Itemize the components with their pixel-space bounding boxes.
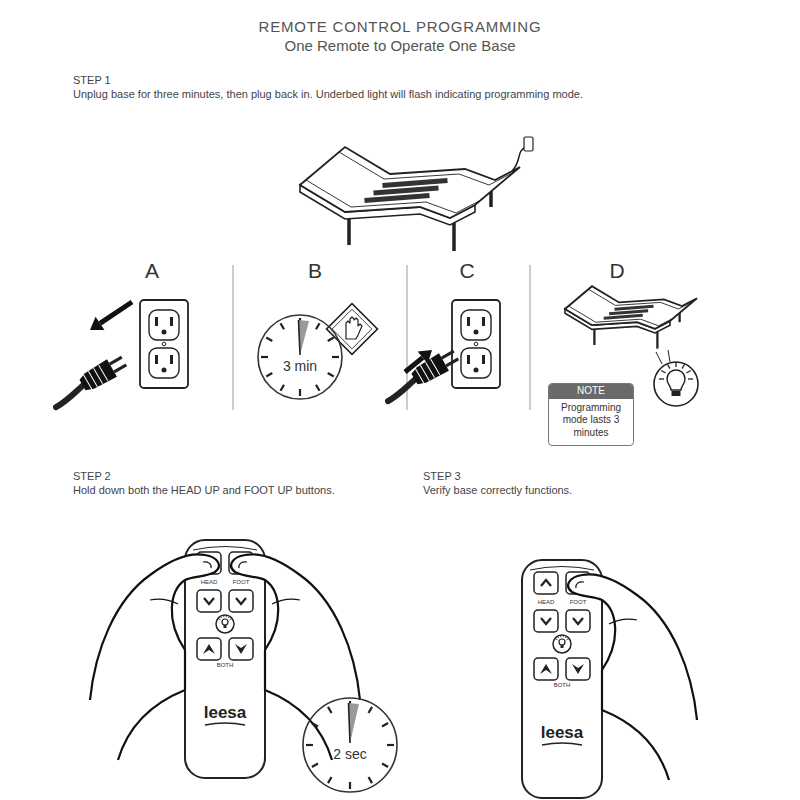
light-bulb-icon <box>654 362 698 406</box>
step-heading: STEP 1 <box>73 74 273 88</box>
panel-divider <box>233 265 234 410</box>
wall-outlet <box>140 300 188 388</box>
button-label: FOOT <box>562 599 594 606</box>
bed-figure <box>565 286 697 348</box>
step-instruction: Hold down both the HEAD UP and FOOT UP b… <box>73 484 373 498</box>
step-heading: STEP 2 <box>73 470 273 484</box>
wall-outlet-small <box>524 137 533 151</box>
clock-face <box>301 696 399 794</box>
button-label: BOTH <box>205 662 245 669</box>
brand-logo: leesa <box>522 722 602 743</box>
note-heading: NOTE <box>549 384 633 399</box>
panel-divider <box>530 265 531 410</box>
timer-clock: 2 sec <box>301 696 399 794</box>
timer-clock: 3 min <box>256 313 344 401</box>
subtitle: One Remote to Operate One Base <box>0 37 800 56</box>
timer-label: 3 min <box>256 358 344 375</box>
button-label: HEAD <box>193 579 225 586</box>
power-plug <box>380 346 461 404</box>
panel-letter: D <box>597 258 637 284</box>
glow-lines <box>656 350 670 364</box>
step-instruction: Unplug base for three minutes, then plug… <box>73 88 593 102</box>
timer-label: 2 sec <box>301 746 399 763</box>
step-heading: STEP 3 <box>423 470 623 484</box>
note-box: NOTEProgramming mode lasts 3 minutes <box>548 383 634 446</box>
hand-figure <box>231 554 360 760</box>
direction-arrow <box>90 302 132 330</box>
wall-outlet <box>452 300 500 388</box>
hand-figure <box>90 554 219 760</box>
stop-hand-symbol <box>327 304 378 355</box>
panel-letter: C <box>447 258 487 284</box>
step-instruction: Verify base correctly functions. <box>423 484 723 498</box>
direction-arrow <box>405 350 432 372</box>
button-label: HEAD <box>530 599 562 606</box>
bed-figure <box>300 147 520 251</box>
hand-figure <box>568 574 697 780</box>
panel-letter: B <box>295 258 335 284</box>
button-label: BOTH <box>542 682 582 689</box>
panel-letter: A <box>132 258 172 284</box>
brand-logo: leesa <box>185 702 265 723</box>
title: REMOTE CONTROL PROGRAMMING <box>0 18 800 37</box>
note-body: Programming mode lasts 3 minutes <box>549 399 633 444</box>
power-plug <box>48 352 129 410</box>
button-label: FOOT <box>225 579 257 586</box>
clock-face <box>256 313 344 401</box>
